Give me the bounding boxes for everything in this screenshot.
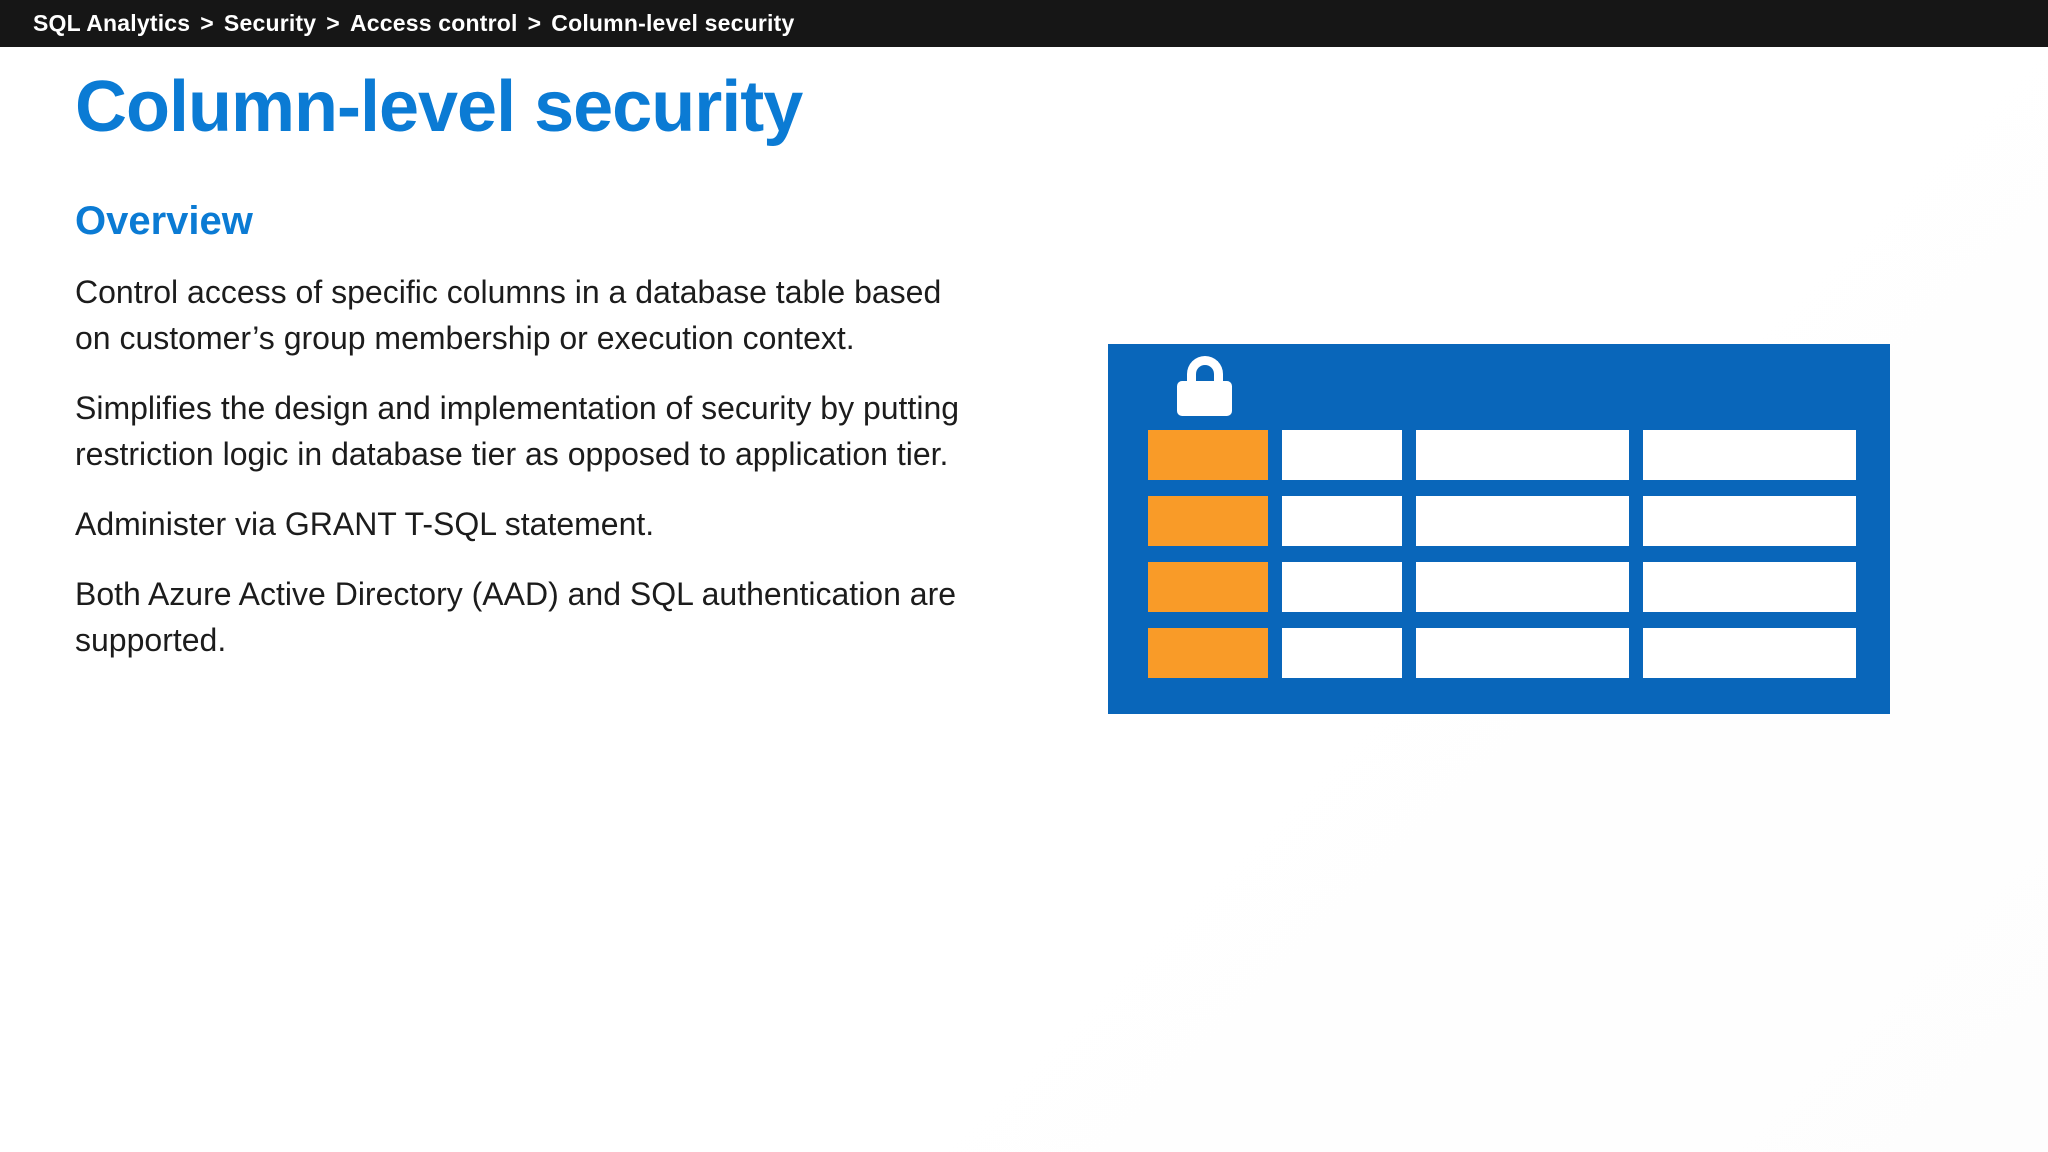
secured-column-cell: [1148, 496, 1268, 546]
lock-icon: [1177, 356, 1232, 416]
paragraph-administer-grant: Administer via GRANT T-SQL statement.: [75, 506, 655, 542]
lock-shackle: [1186, 356, 1223, 391]
paragraph-authentication-support: Both Azure Active Directory (AAD) and SQ…: [75, 576, 957, 658]
table-cell: [1416, 430, 1629, 480]
lock-body: [1177, 381, 1232, 416]
breadcrumb-nav: SQL Analytics > Security > Access contro…: [33, 10, 795, 37]
paragraph-control-access: Control access of specific columns in a …: [75, 274, 942, 356]
breadcrumb-item-column-level-security[interactable]: Column-level security: [551, 10, 795, 36]
paragraph-simplifies-design: Simplifies the design and implementation…: [75, 390, 960, 472]
content-area: Column-level security Overview Control a…: [0, 47, 2048, 1152]
overview-heading: Overview: [75, 199, 253, 243]
table-cell: [1282, 628, 1402, 678]
breadcrumb-item-access-control[interactable]: Access control: [349, 10, 518, 36]
table-cell: [1416, 628, 1629, 678]
table-cell: [1416, 496, 1629, 546]
table-cell: [1643, 562, 1856, 612]
breadcrumb-item-security[interactable]: Security: [223, 10, 317, 36]
table-grid: [1148, 430, 1856, 678]
breadcrumb-separator: >: [527, 10, 542, 36]
table-cell: [1282, 496, 1402, 546]
breadcrumb-separator: >: [326, 10, 340, 36]
secured-column-cell: [1148, 430, 1268, 480]
table-cell: [1643, 430, 1856, 480]
table-cell: [1416, 562, 1629, 612]
table-cell: [1282, 430, 1402, 480]
secured-column-cell: [1148, 628, 1268, 678]
secured-column-cell: [1148, 562, 1268, 612]
breadcrumb-separator: >: [200, 10, 214, 36]
page-title: Column-level security: [75, 67, 803, 147]
table-cell: [1643, 628, 1856, 678]
table-cell: [1643, 496, 1856, 546]
breadcrumb: SQL Analytics > Security > Access contro…: [0, 0, 2048, 47]
secured-table-diagram: [1108, 344, 1890, 714]
breadcrumb-item-sql-analytics[interactable]: SQL Analytics: [33, 10, 191, 36]
text-column: Column-level security Overview Control a…: [75, 47, 985, 663]
table-cell: [1282, 562, 1402, 612]
